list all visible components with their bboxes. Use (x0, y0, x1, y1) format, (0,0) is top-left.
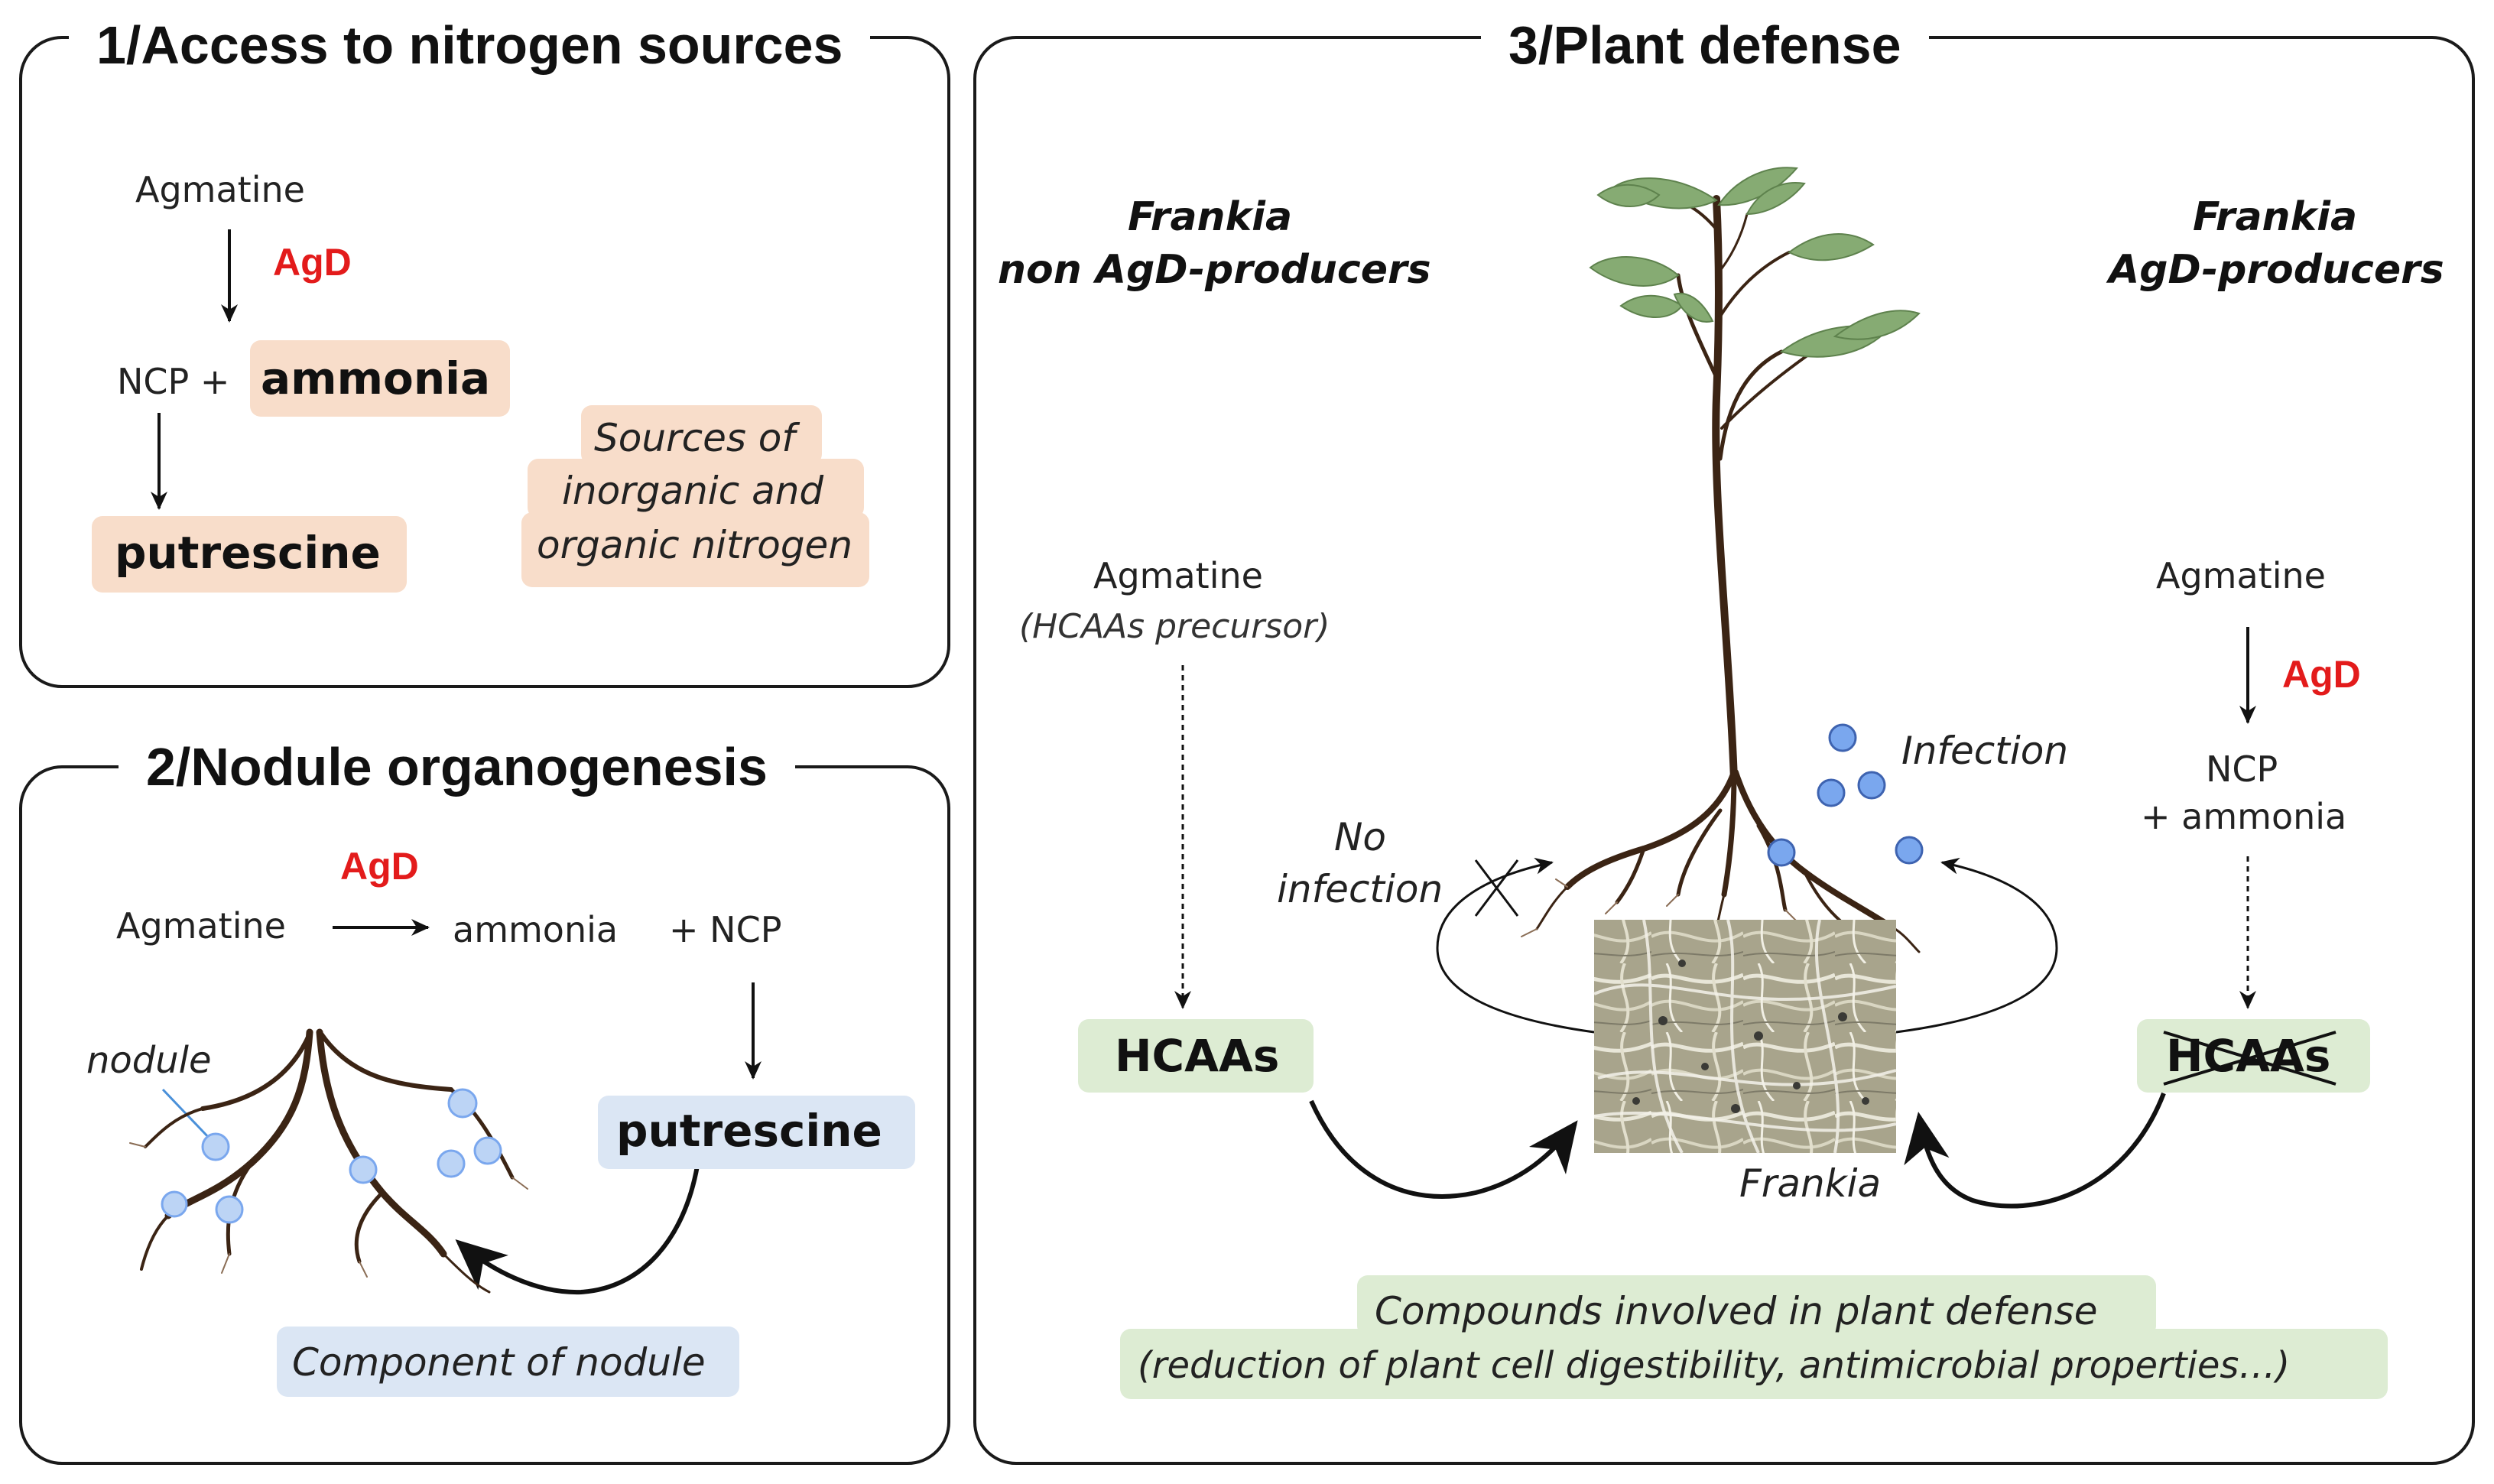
putrescine-box-2 (598, 1096, 915, 1169)
left-heading-line2: non AgD-producers (998, 247, 1431, 293)
sources-box-line1 (581, 405, 822, 465)
nodule-label: nodule (86, 1039, 212, 1082)
panel1-arrows (151, 229, 238, 510)
left-hcaas-box (1078, 1019, 1314, 1093)
right-ncp-label: NCP (2206, 748, 2278, 790)
sources-label-line2: inorganic and (562, 469, 824, 513)
compounds-box-line1 (1357, 1275, 2156, 1336)
sources-box-line3 (521, 512, 869, 587)
compounds-box-line2 (1120, 1329, 2388, 1399)
ammonia-box (250, 340, 510, 417)
dashed-arrows (1174, 627, 2256, 1009)
cross-mark-icon (1474, 859, 1519, 917)
component-label: Component of nodule (292, 1340, 706, 1385)
no-infection-line2: infection (1277, 867, 1443, 911)
frankia-label: Frankia (1739, 1161, 1882, 1206)
ncp-plus-label: NCP + (117, 361, 230, 402)
nodules (161, 1088, 502, 1224)
plant-icon (1521, 167, 1921, 953)
ammonia-label-2: ammonia (453, 909, 619, 950)
agd-enzyme-label: AgD (273, 241, 352, 284)
putrescine-label-2: putrescine (616, 1105, 882, 1157)
sources-box-line2 (528, 459, 864, 518)
right-ammonia-label: + ammonia (2141, 796, 2347, 837)
infection-nodules (1767, 723, 1924, 867)
ncp-label-2: + NCP (669, 909, 782, 950)
infection-arrows (1436, 857, 2058, 1034)
frankia-micrograph-icon (1593, 919, 1897, 1154)
agmatine-label: Agmatine (135, 169, 305, 210)
agd-enzyme-label-2: AgD (340, 845, 419, 888)
left-heading-line1: Frankia (1128, 194, 1293, 240)
hcaas-arrows (1309, 1092, 2166, 1209)
panel1-title: 1/Access to nitrogen sources (69, 18, 871, 72)
panel3-title: 3/Plant defense (1481, 18, 1929, 72)
putrescine-label: putrescine (115, 527, 381, 579)
component-box (277, 1327, 739, 1397)
right-agd-label: AgD (2282, 653, 2361, 696)
left-precursor-label: (HCAAs precursor) (1019, 607, 1330, 646)
left-hcaas-label: HCAAs (1115, 1030, 1280, 1082)
right-heading-line2: AgD-producers (2109, 247, 2444, 293)
agmatine-label-2: Agmatine (116, 905, 286, 947)
panel2-title: 2/Nodule organogenesis (119, 740, 795, 794)
sources-label-line1: Sources of (594, 416, 795, 460)
right-heading-line1: Frankia (2193, 194, 2358, 240)
putrescine-box (92, 516, 407, 593)
infection-label: Infection (1901, 729, 2069, 773)
compounds-line1: Compounds involved in plant defense (1375, 1289, 2098, 1333)
ammonia-label: ammonia (261, 352, 491, 404)
root-system-icon (129, 1028, 528, 1294)
compounds-line2: (reduction of plant cell digestibility, … (1138, 1344, 2291, 1387)
left-agmatine-label: Agmatine (1093, 555, 1263, 596)
no-infection-line1: No (1334, 815, 1386, 859)
right-agmatine-label: Agmatine (2156, 555, 2326, 596)
sources-label-line3: organic nitrogen (537, 523, 853, 567)
